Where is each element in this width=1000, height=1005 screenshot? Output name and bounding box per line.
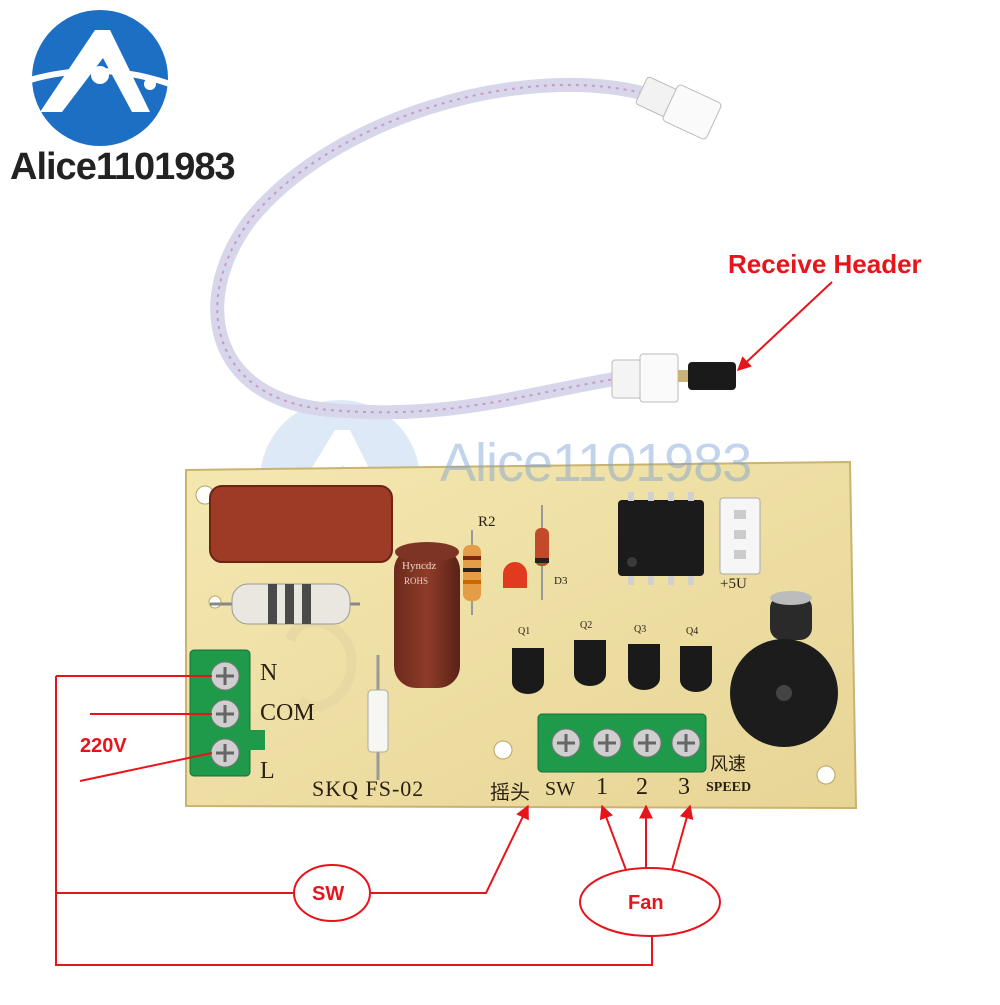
diode-d3-icon [535,505,549,600]
resistor-r2-icon [463,530,481,615]
q4-label: Q4 [686,626,699,637]
capacitor-rohs-label: ROHS [404,576,429,586]
left-terminal-block-icon [189,649,265,777]
watermark-text: Alice1101983 [440,433,752,493]
wiring-annotations [55,281,833,966]
bottom-terminal-block-icon [537,713,707,773]
r2-label: R2 [478,514,496,530]
small-capacitor-icon [770,591,812,640]
fuse-icon [367,655,389,780]
fan-bubble-icon [579,867,721,937]
top-connector-icon [635,76,722,140]
pin-5v-label: +5U [720,576,747,592]
power-resistor-icon [210,583,360,625]
receive-header-label: Receive Header [728,249,922,279]
white-pin-header-icon [719,497,761,575]
electrolytic-capacitor-icon [394,542,460,688]
terminal-1-label: 1 [596,774,608,800]
terminal-oscillate-label: 摇头 [490,782,530,804]
ir-receiver-icon [611,353,736,403]
q1-label: Q1 [518,626,531,637]
sw-bubble-label: SW [312,883,345,905]
red-led-icon [503,562,527,588]
q3-label: Q3 [634,624,647,635]
transistor-q2-icon [574,640,606,686]
voltage-label: 220V [80,735,127,757]
q2-label: Q2 [580,620,593,631]
terminal-com-label: COM [260,700,315,726]
ic-chip-icon [618,492,704,585]
board-model-label: SKQ FS-02 [312,776,425,801]
film-capacitor-icon [209,485,393,563]
buzzer-icon [730,639,838,747]
transistor-q4-icon [680,646,712,692]
terminal-l-label: L [260,758,275,784]
capacitor-brand-label: Hyncdz [402,560,437,572]
d3-label: D3 [554,575,568,587]
transistor-q1-icon [512,648,544,694]
ribbon-cable [210,78,657,420]
transistor-q3-icon [628,644,660,690]
terminal-3-label: 3 [678,774,690,800]
fan-bubble-label: Fan [628,892,664,914]
terminal-sw-label: SW [545,778,575,800]
terminal-n-label: N [260,660,278,686]
sw-bubble-icon [293,864,371,922]
terminal-2-label: 2 [636,774,648,800]
logo-text: Alice1101983 [10,146,236,188]
wind-speed-label: 风速 [710,754,746,774]
brand-logo-icon [29,10,171,146]
speed-label: SPEED [706,780,752,795]
